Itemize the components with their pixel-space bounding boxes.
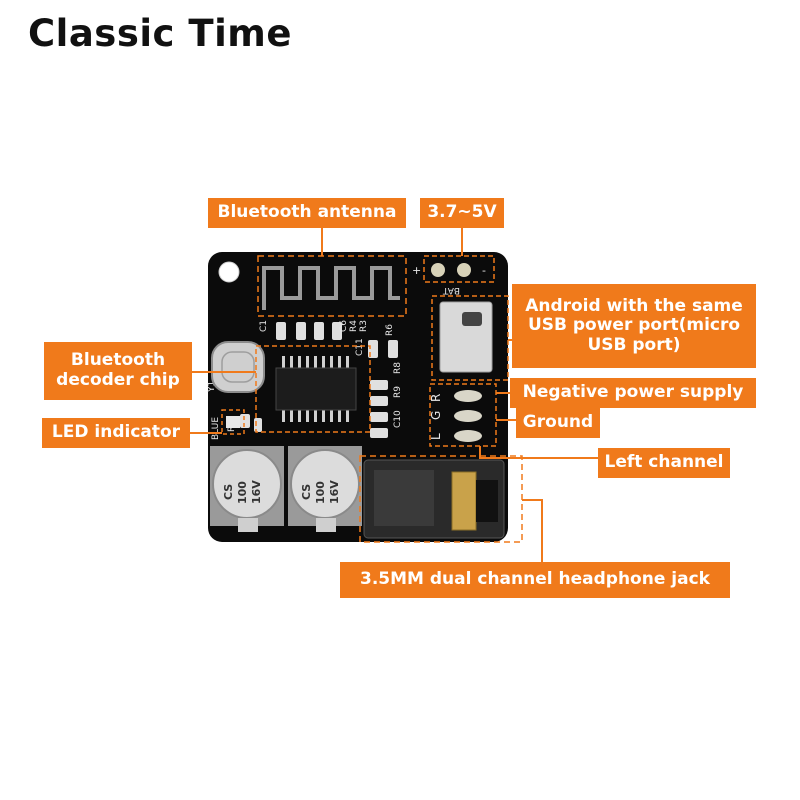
label-usb-port: Android with the same USB power port(mic… xyxy=(512,284,756,368)
label-headphone-jack: 3.5MM dual channel headphone jack xyxy=(340,562,730,598)
label-bluetooth-antenna: Bluetooth antenna xyxy=(208,198,406,228)
label-led-indicator: LED indicator xyxy=(42,418,190,448)
pad-l xyxy=(454,430,482,442)
audio-pads-box xyxy=(429,383,497,447)
silk-r3: R3 xyxy=(359,320,369,332)
battery-pad-plus xyxy=(431,263,445,277)
battery-pad-minus xyxy=(457,263,471,277)
cap-left-text-cs: CS xyxy=(222,484,235,500)
pad-r xyxy=(454,390,482,402)
label-decoder-chip-line-2: decoder chip xyxy=(56,370,180,390)
silk-r: R xyxy=(429,394,443,402)
label-voltage: 3.7~5V xyxy=(420,198,504,228)
silk-c11: C11 xyxy=(355,338,365,356)
cap-left-text-16v: 16V xyxy=(250,480,263,504)
silk-g: G xyxy=(429,411,443,420)
silk-y1: Y1 xyxy=(207,381,217,393)
mounting-hole xyxy=(218,261,240,283)
label-usb-port-line-3: USB port) xyxy=(587,334,681,355)
label-decoder-chip: Bluetooth decoder chip xyxy=(44,342,192,400)
silk-c10: C10 xyxy=(393,410,403,428)
silk-plus: + xyxy=(412,264,421,277)
silk-minus: - xyxy=(482,264,486,277)
silk-c6: C6 xyxy=(339,320,349,332)
decoder-chip xyxy=(275,367,357,411)
silk-r8: R8 xyxy=(393,362,403,374)
silk-r6: R6 xyxy=(385,324,395,336)
antenna-area xyxy=(257,255,407,317)
capacitor-right xyxy=(288,446,362,532)
silk-c1: C1 xyxy=(259,320,269,332)
label-negative-supply: Negative power supply xyxy=(510,378,756,408)
decoder-chip-box xyxy=(255,345,371,433)
battery-header-box xyxy=(423,255,495,283)
silk-r4: R4 xyxy=(349,320,359,332)
cap-right-text-cs: CS xyxy=(300,484,313,500)
led-box xyxy=(221,409,245,435)
pad-g xyxy=(454,410,482,422)
label-ground: Ground xyxy=(516,408,600,438)
antenna-trace xyxy=(262,266,400,310)
silk-r9: R9 xyxy=(393,386,403,398)
silk-bat: BAT xyxy=(442,285,460,295)
led xyxy=(226,416,240,428)
cap-right-text-16v: 16V xyxy=(328,480,341,504)
label-usb-port-line-2: USB power port(micro xyxy=(527,315,741,336)
cap-right-text-100: 100 xyxy=(314,481,327,504)
decoder-chip-pins xyxy=(282,356,349,422)
silk-l: L xyxy=(429,433,443,440)
brand-title: Classic Time xyxy=(28,12,292,55)
capacitor-left xyxy=(210,446,284,532)
label-usb-port-line-1: Android with the same xyxy=(525,295,743,316)
label-decoder-chip-line-1: Bluetooth xyxy=(70,350,166,371)
cap-left-text-100: 100 xyxy=(236,481,249,504)
label-left-channel: Left channel xyxy=(598,448,730,478)
silk-blue: BLUE xyxy=(211,417,221,440)
